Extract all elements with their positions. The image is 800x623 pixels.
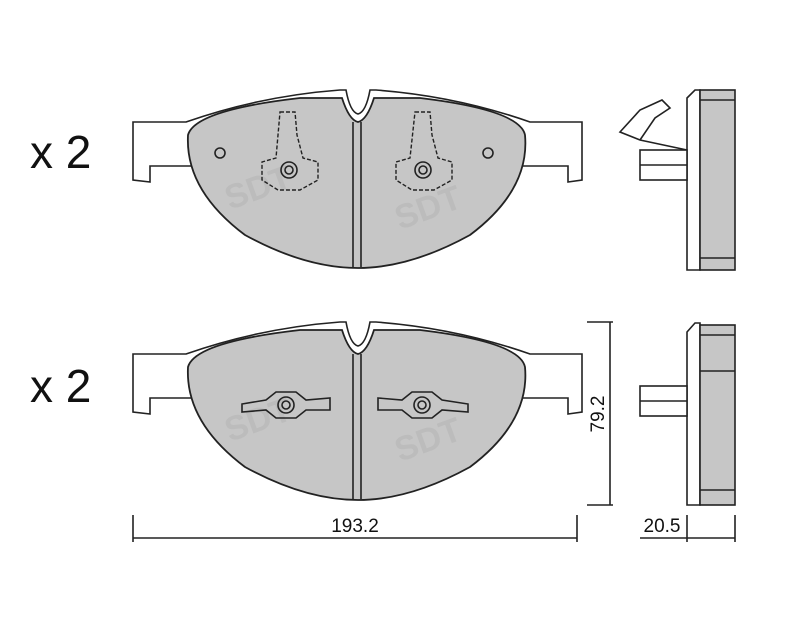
height-dimension: 79.2	[587, 321, 613, 506]
bottom-pad-side-view	[639, 322, 736, 506]
top-pad-side-view	[618, 89, 736, 271]
height-value: 79.2	[588, 396, 609, 433]
thickness-value: 20.5	[644, 516, 681, 537]
pin-left	[241, 391, 331, 419]
sensor-clip-left	[261, 111, 319, 191]
width-value: 193.2	[331, 516, 379, 537]
sensor-clip-right	[395, 111, 453, 191]
pin-right	[377, 391, 469, 419]
width-dimension: 193.2	[132, 515, 578, 542]
bottom-pad-front-view: SDT SDT	[132, 321, 583, 501]
thickness-dimension: 20.5	[640, 515, 736, 542]
top-pad-front-view: SDT SDT	[132, 89, 583, 269]
bottom-pad-quantity: x 2	[30, 360, 91, 412]
top-pad-quantity: x 2	[30, 126, 91, 178]
